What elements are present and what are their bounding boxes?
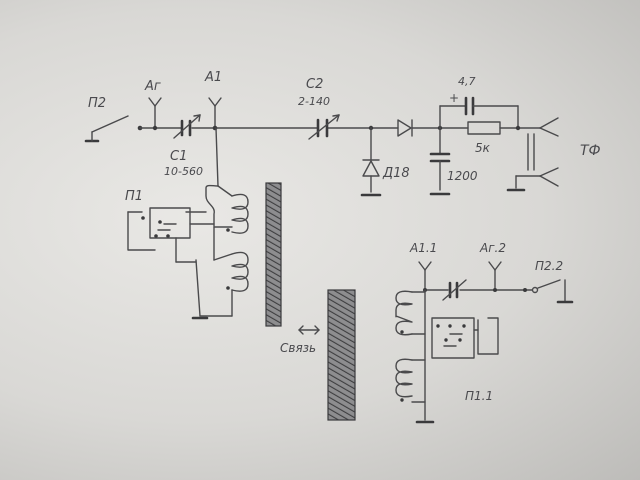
label-cap-1200: 1200 xyxy=(447,169,478,183)
antenna-ag xyxy=(148,97,162,131)
variable-capacitor-c1 xyxy=(173,114,201,139)
second-wire xyxy=(424,286,539,294)
switch-p2-2 xyxy=(537,279,574,304)
resistor-5k xyxy=(467,121,501,135)
label-plus: + xyxy=(449,91,459,105)
band-switch-p1-2 xyxy=(431,317,499,359)
label-p2: П2 xyxy=(88,96,106,111)
antenna-a1 xyxy=(208,97,222,131)
label-c2-range: 2-140 xyxy=(298,95,330,108)
band-switch-p1 xyxy=(127,207,215,263)
label-ag-2: Аг.2 xyxy=(479,241,506,255)
label-p1-2: П1.1 xyxy=(465,389,493,403)
coil-feed-wire xyxy=(215,127,219,187)
headphones-tf xyxy=(506,117,559,192)
capacitor-4-7 xyxy=(439,96,519,129)
diode-d18 xyxy=(360,125,382,197)
antenna-ag-2 xyxy=(488,261,502,292)
label-c2: С2 xyxy=(306,77,323,92)
label-a1-2: А1.1 xyxy=(409,241,437,255)
ferrite-rod-1 xyxy=(265,182,282,327)
series-diode xyxy=(397,119,413,137)
ferrite-rod-2 xyxy=(327,289,356,421)
label-c1: С1 xyxy=(170,149,187,164)
label-cap-4-7: 4,7 xyxy=(458,75,476,88)
label-coupling: Связь xyxy=(280,341,316,355)
switch-p2 xyxy=(84,115,143,143)
label-p2-2: П2.2 xyxy=(535,259,563,273)
label-a1: А1 xyxy=(204,70,222,85)
variable-capacitor-c1-2 xyxy=(442,279,467,301)
label-ag: Аг xyxy=(144,79,161,94)
tapped-coil-l2 xyxy=(395,289,435,424)
label-res-5k: 5к xyxy=(475,141,491,155)
label-p1: П1 xyxy=(125,189,143,204)
label-d18: Д18 xyxy=(382,166,410,181)
antenna-a1-2 xyxy=(418,261,432,292)
label-c1-range: 10-560 xyxy=(164,165,203,178)
capacitor-1200 xyxy=(429,125,451,196)
variable-capacitor-c2 xyxy=(308,114,340,140)
label-tf: ТФ xyxy=(580,143,601,159)
tapped-coil-l1 xyxy=(191,184,249,320)
coupling-arrow xyxy=(298,325,320,335)
